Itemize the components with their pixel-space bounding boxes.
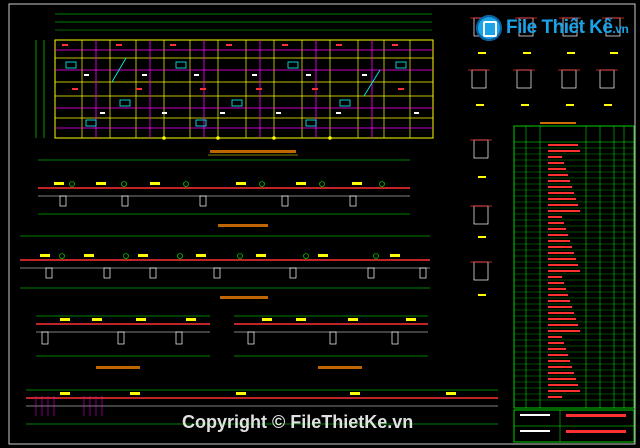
table-row-bar [548,258,576,260]
table-row-bar [548,312,574,314]
table-row-bar [548,354,568,356]
table-row-bar [548,144,578,146]
table-row-bar [548,270,580,272]
table-row-bar [548,204,578,206]
floor-plan [35,13,434,156]
beam-elevation-3a [36,315,210,369]
brand-name: File Thiết Kế.vn [506,17,629,39]
title-block [513,409,635,443]
table-row-bar [548,378,576,380]
table-row-bar [548,294,568,296]
table-row-bar [548,324,578,326]
table-row-bar [548,186,572,188]
beam-elevation-3b [234,315,428,369]
table-row-bar [548,180,570,182]
table-row-bar [548,210,580,212]
table-row-bar [548,216,562,218]
table-row-bar [548,348,566,350]
table-row-bar [548,162,564,164]
rebar-schedule-table [513,122,635,409]
table-row-bar [548,372,574,374]
table-row-bar [548,330,580,332]
table-row-bar [548,276,562,278]
table-row-bar [548,300,570,302]
table-row-bar [548,150,580,152]
table-row-bar [548,174,568,176]
brand-name-text: File Thiết Kế [506,17,613,38]
table-row-bar [548,168,566,170]
table-row-bar [548,384,578,386]
table-row-bar [548,342,564,344]
table-row-bar [548,288,566,290]
table-row-bar [548,282,564,284]
table-row-bar [548,192,574,194]
table-row-bar [548,228,566,230]
table-row-bar [548,360,570,362]
table-row-bar [548,336,562,338]
copyright-watermark: Copyright © FileThietKe.vn [182,412,414,432]
beam-elevation-4 [26,389,498,425]
table-row-bar [548,234,568,236]
table-row-bar [548,246,572,248]
table-row-bar [548,156,562,158]
table-row-bar [548,198,576,200]
table-row-bar [548,306,572,308]
table-row-bar [548,240,570,242]
table-row-bar [548,252,574,254]
table-row-bar [548,264,578,266]
table-row-bar [548,390,580,392]
beam-elevation-2 [20,235,430,299]
table-row-bar [548,396,562,398]
brand-tld: .vn [612,22,629,36]
beam-elevation-1 [38,159,410,227]
section-details [468,17,624,296]
file-document-icon [476,15,502,41]
table-row-bar [548,318,576,320]
table-row-bar [548,366,572,368]
brand-logo[interactable]: File Thiết Kế.vn [476,12,634,44]
sheet-border [8,3,636,445]
table-row-bar [548,222,564,224]
